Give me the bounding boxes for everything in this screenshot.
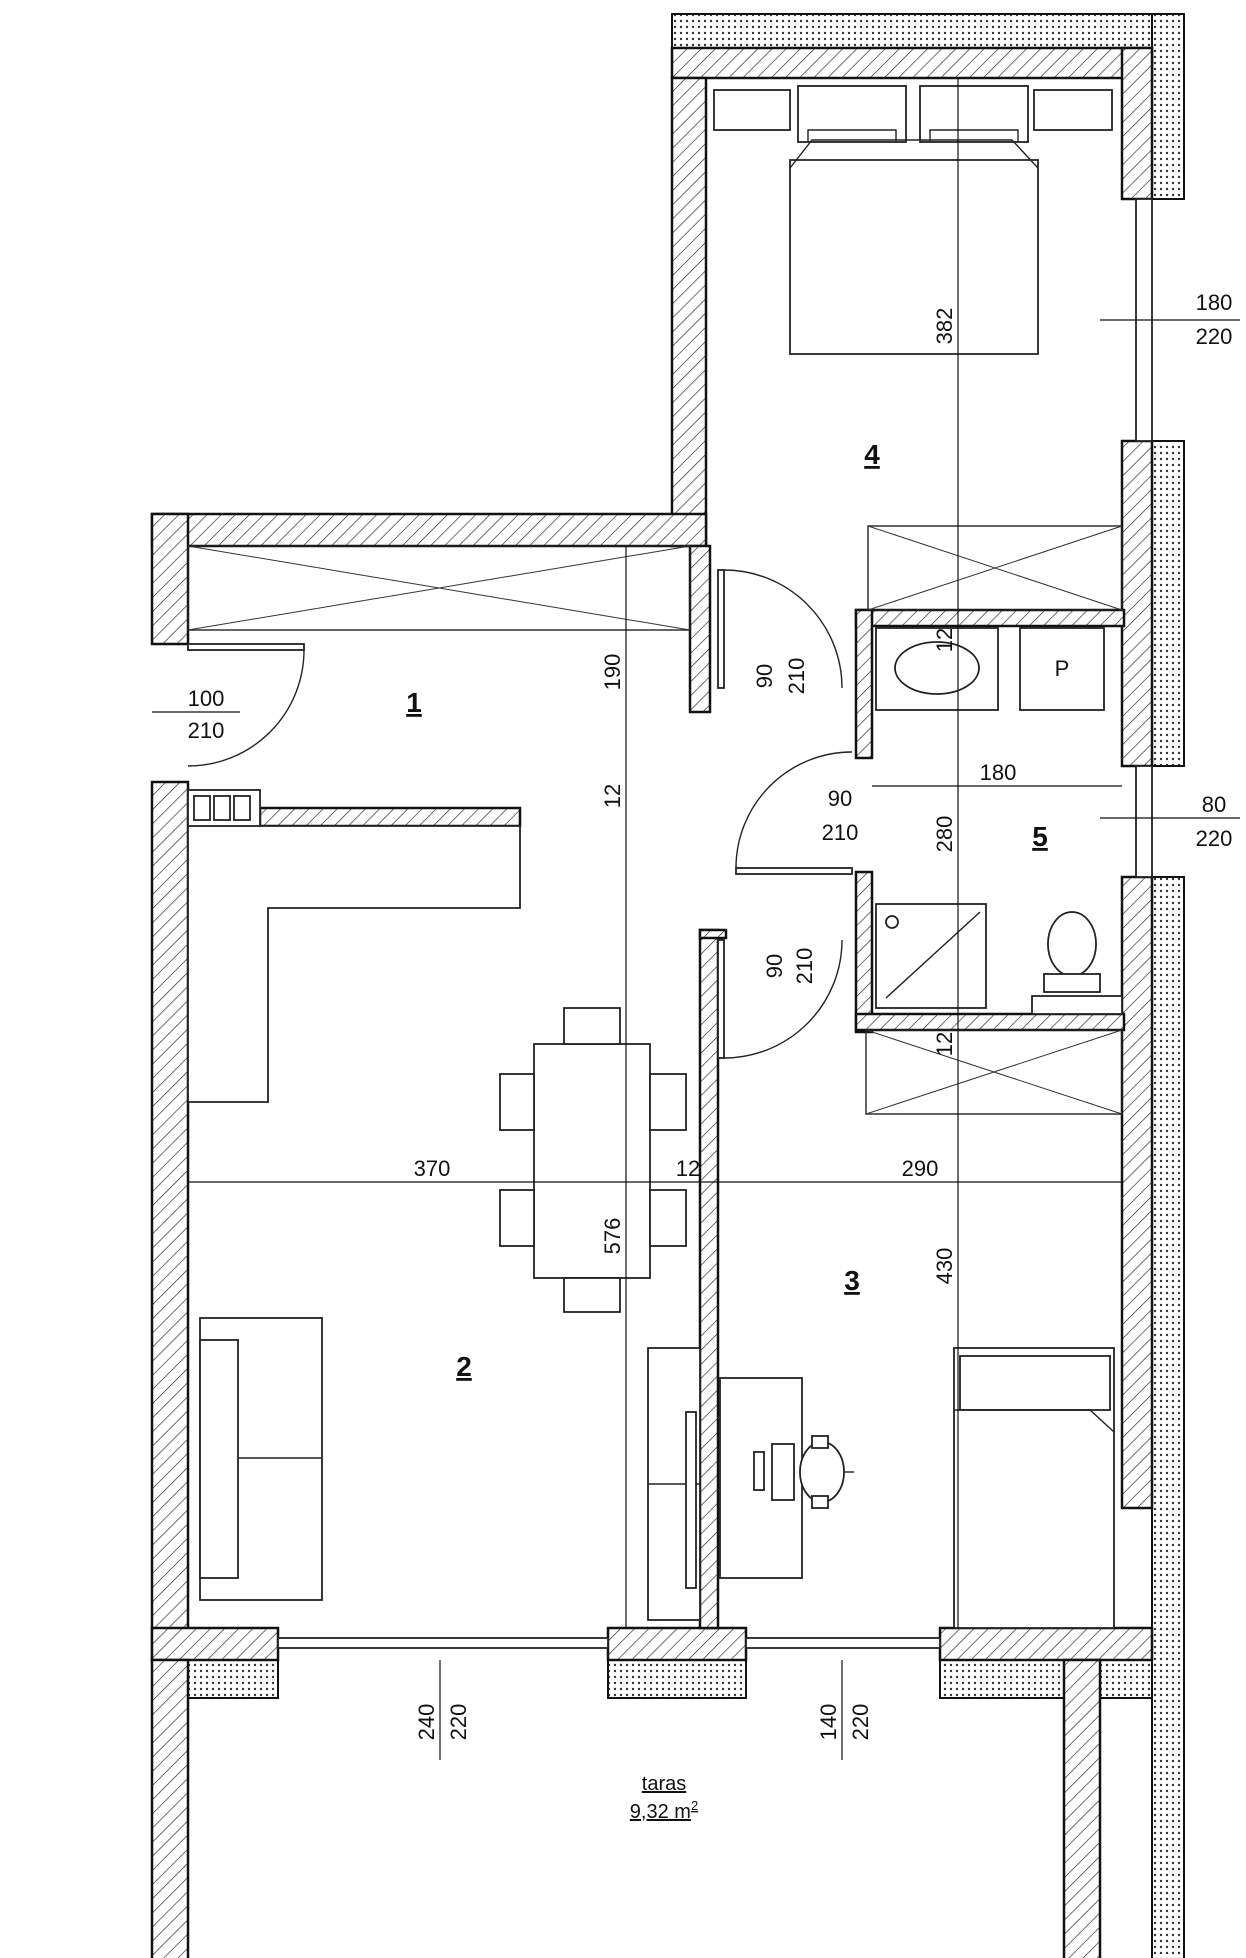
room-3-label: 3 — [844, 1265, 860, 1296]
room-4-label: 4 — [864, 439, 880, 470]
room-1-label: 1 — [406, 687, 422, 718]
room3-door-width: 90 — [762, 954, 787, 978]
bath-window-height: 220 — [1196, 826, 1233, 851]
wardrobe-bedroom — [867, 525, 1123, 611]
single-bed — [953, 1347, 1115, 1629]
entry-door-height: 210 — [188, 718, 225, 743]
wardrobe-hall — [187, 545, 691, 631]
living-width-dim: 370 — [414, 1156, 451, 1181]
door-room3 — [717, 939, 843, 1059]
living-depth-dim: 576 — [600, 1218, 625, 1255]
bath-door-width: 90 — [828, 786, 852, 811]
toilet — [1031, 911, 1123, 1015]
living-window-height: 220 — [446, 1704, 471, 1741]
dimension-lines — [152, 78, 1240, 1760]
room3-width-dim: 290 — [902, 1156, 939, 1181]
entry-door-width: 100 — [188, 686, 225, 711]
room-5-label: 5 — [1032, 821, 1048, 852]
shower — [875, 903, 987, 1009]
terrace-area: 9,32 m2 — [630, 1798, 698, 1823]
tv-cabinet — [647, 1347, 701, 1621]
bedroom-depth-dim: 382 — [932, 308, 957, 345]
walls — [150, 46, 1154, 1958]
terrace-area-value: 9,32 m — [630, 1801, 691, 1823]
wardrobe-room3 — [865, 1029, 1123, 1115]
hall-wall-dim: 12 — [600, 784, 625, 808]
hall-depth-dim: 190 — [600, 654, 625, 691]
bath-width-dim: 180 — [980, 760, 1017, 785]
sofa — [199, 1317, 323, 1601]
bath-depth-dim: 280 — [932, 816, 957, 853]
partition-dim: 12 — [676, 1156, 700, 1181]
desk — [719, 1377, 854, 1579]
bedroom-door-width: 90 — [752, 664, 777, 688]
room3-door-height: 210 — [792, 948, 817, 985]
kitchen-counter — [187, 789, 521, 1103]
terrace-label: taras — [642, 1773, 686, 1795]
boiler-label: P — [1055, 656, 1070, 681]
bath-window-width: 80 — [1202, 792, 1226, 817]
bath-top-wall-dim: 12 — [932, 628, 957, 652]
bedroom-door-height: 210 — [784, 658, 809, 695]
door-entry — [187, 643, 305, 767]
dining-table — [499, 1007, 687, 1313]
room3-depth-dim: 430 — [932, 1248, 957, 1285]
room3-window-height: 220 — [848, 1704, 873, 1741]
door-bedroom — [717, 569, 843, 689]
bath-door-height: 210 — [822, 820, 859, 845]
bath-bottom-wall-dim: 12 — [932, 1032, 957, 1056]
insulation-layer — [187, 13, 1185, 1958]
door-bath — [735, 751, 853, 875]
bedroom-window-width: 180 — [1196, 290, 1233, 315]
room-2-label: 2 — [456, 1351, 472, 1382]
double-bed — [713, 85, 1113, 355]
boiler: P — [1019, 627, 1105, 711]
terrace-area-sup: 2 — [691, 1798, 698, 1813]
living-window-width: 240 — [414, 1704, 439, 1741]
bedroom-window-height: 220 — [1196, 324, 1233, 349]
room3-window-width: 140 — [816, 1704, 841, 1741]
